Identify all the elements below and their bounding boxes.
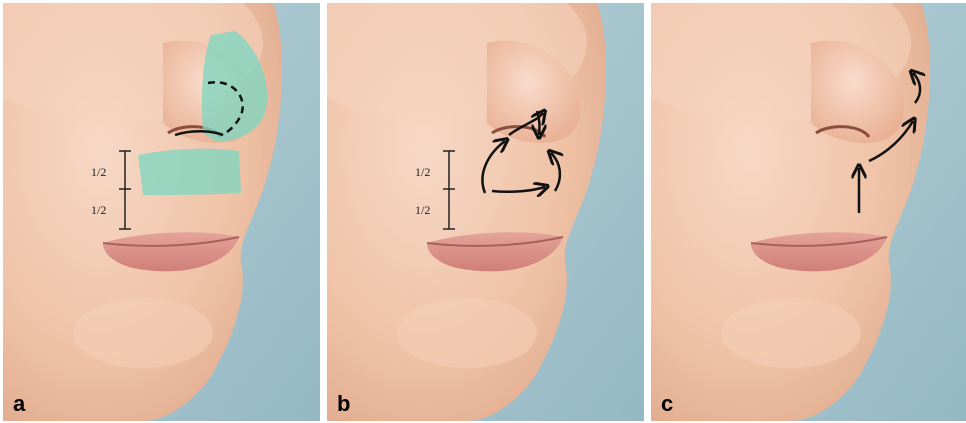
panel-label: a bbox=[13, 393, 25, 415]
measure-label-upper: 1/2 bbox=[415, 165, 430, 179]
panel-b: 1/2 1/2 b bbox=[327, 3, 644, 421]
upper-lip-region bbox=[138, 149, 241, 195]
face-illustration-a: 1/2 1/2 bbox=[3, 3, 320, 421]
face-illustration-c bbox=[651, 3, 966, 421]
face-illustration-b: 1/2 1/2 bbox=[327, 3, 644, 421]
panel-c: c bbox=[651, 3, 966, 421]
panel-a: 1/2 1/2 a bbox=[3, 3, 320, 421]
panel-label: c bbox=[661, 393, 673, 415]
panel-label: b bbox=[337, 393, 350, 415]
measure-label-lower: 1/2 bbox=[415, 203, 430, 217]
measure-label-upper: 1/2 bbox=[91, 165, 106, 179]
measure-label-lower: 1/2 bbox=[91, 203, 106, 217]
